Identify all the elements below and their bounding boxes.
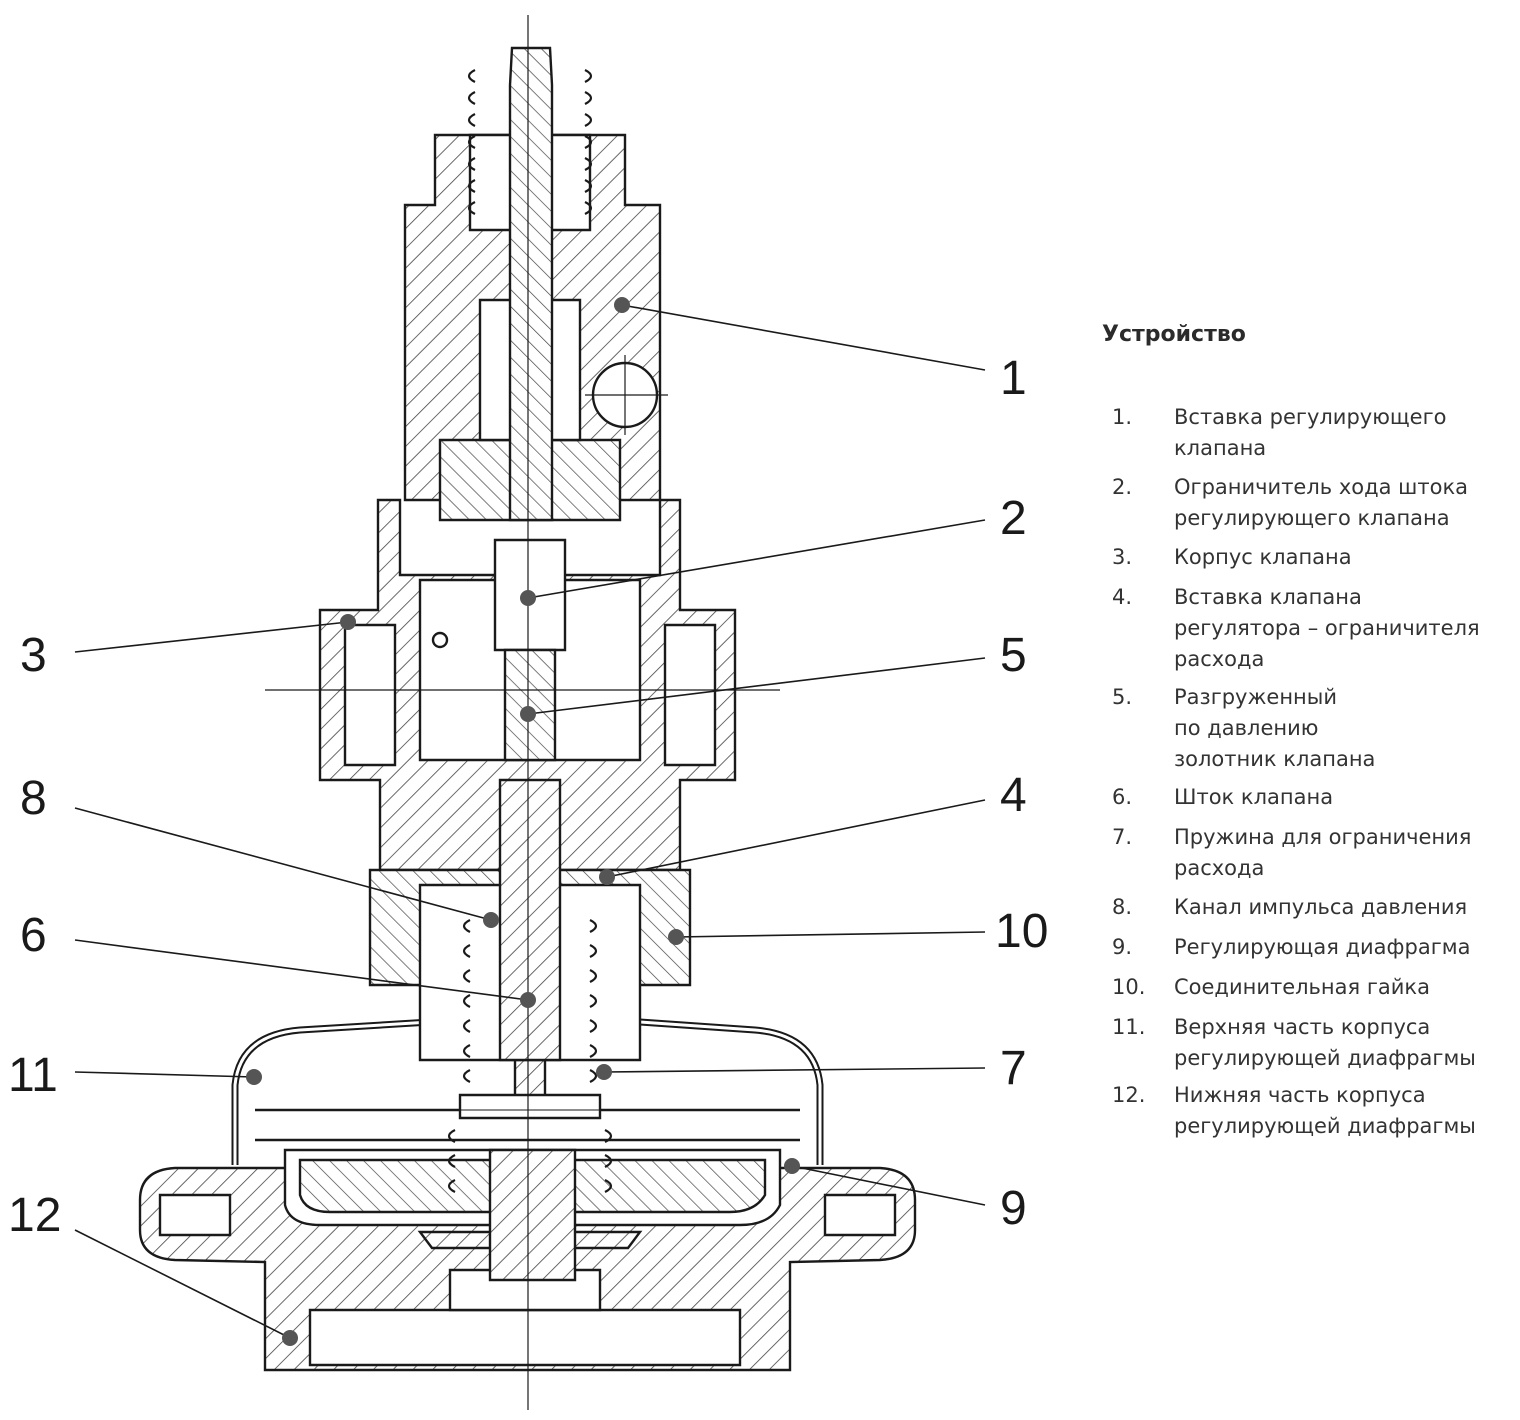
callout-2: 2	[1000, 492, 1027, 545]
legend-number: 10.	[1112, 975, 1146, 999]
legend-number: 7.	[1112, 825, 1133, 849]
callout-1: 1	[1000, 352, 1027, 405]
legend-title: Устройство	[1102, 322, 1246, 347]
callout-4: 4	[1000, 769, 1027, 822]
legend-text: Вставка клапана регулятора – ограничител…	[1174, 585, 1480, 671]
callout-6: 6	[20, 909, 47, 962]
legend-number: 4.	[1112, 585, 1133, 609]
callout-8: 8	[20, 772, 47, 825]
legend-number: 11.	[1112, 1015, 1146, 1039]
legend-number: 12.	[1112, 1083, 1146, 1107]
callout-11: 11	[8, 1049, 58, 1102]
legend-number: 2.	[1112, 475, 1133, 499]
legend-text: Соединительная гайка	[1174, 975, 1430, 999]
callout-10: 10	[995, 905, 1049, 958]
reference-dots	[246, 297, 800, 1346]
valve-stem	[508, 46, 554, 522]
legend-number: 8.	[1112, 895, 1133, 919]
legend-number: 3.	[1112, 545, 1133, 569]
legend-number: 1.	[1112, 405, 1133, 429]
top-spring	[467, 69, 593, 215]
legend-text: Ограничитель хода штока регулирующего кл…	[1174, 475, 1469, 530]
legend-text: Разгруженный по давлению золотник клапан…	[1174, 685, 1376, 771]
callout-7: 7	[1000, 1042, 1027, 1095]
leader-lines	[74, 304, 986, 1339]
callout-5: 5	[1000, 629, 1027, 682]
legend-number: 6.	[1112, 785, 1133, 809]
legend-text: Канал импульса давления	[1174, 895, 1468, 919]
legend-text: Вставка регулирующего клапана	[1174, 405, 1447, 460]
legend-number: 5.	[1112, 685, 1133, 709]
legend-text: Пружина для ограничения расхода	[1174, 825, 1472, 880]
flow-limit-spring	[447, 919, 613, 1193]
legend-text: Шток клапана	[1174, 785, 1334, 809]
legend-text: Корпус клапана	[1174, 545, 1352, 569]
legend-text: Нижняя часть корпуса регулирующей диафра…	[1174, 1083, 1476, 1138]
callout-12: 12	[8, 1189, 62, 1242]
legend-text: Верхняя часть корпуса регулирующей диафр…	[1174, 1015, 1476, 1070]
legend-text: Регулирующая диафрагма	[1174, 935, 1471, 959]
legend-number: 9.	[1112, 935, 1133, 959]
callout-3: 3	[20, 629, 47, 682]
legend: Устройство 1. Вставка регулирующего клапа…	[1102, 322, 1512, 1138]
callout-9: 9	[1000, 1182, 1027, 1235]
